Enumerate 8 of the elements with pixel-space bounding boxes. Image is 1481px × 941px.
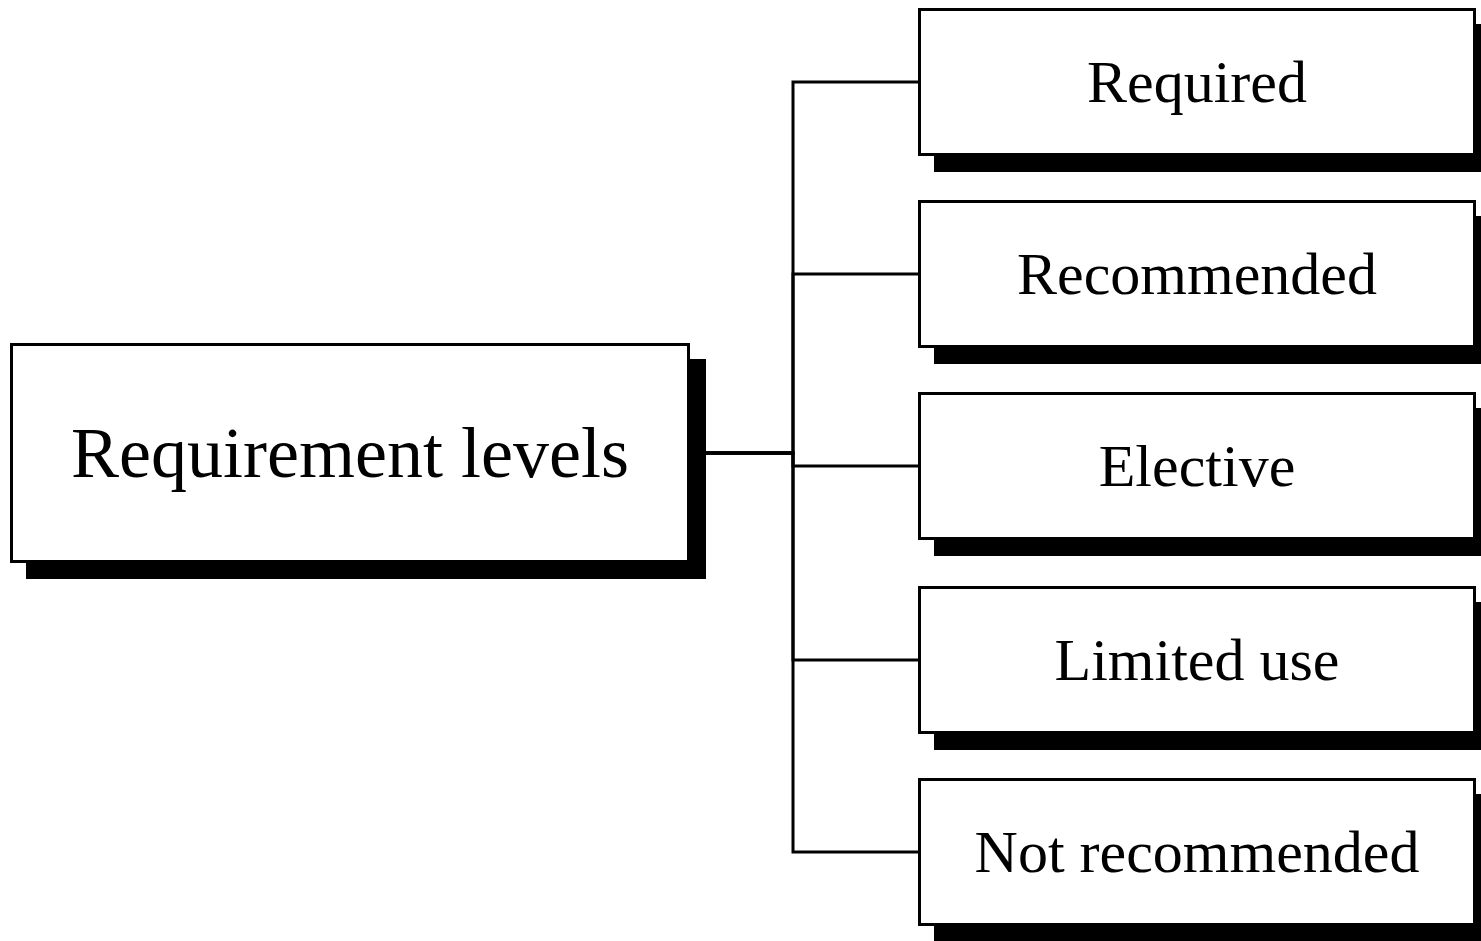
box-label: Recommended [1016, 239, 1378, 309]
connector-line [706, 451, 918, 854]
box-label: Not recommended [973, 817, 1421, 887]
process-box [10, 343, 706, 579]
box-label: Required [1086, 47, 1308, 117]
box-label: Limited use [1053, 625, 1341, 695]
box-label: Elective [1097, 431, 1297, 501]
box-label: Requirement levels [70, 411, 630, 495]
